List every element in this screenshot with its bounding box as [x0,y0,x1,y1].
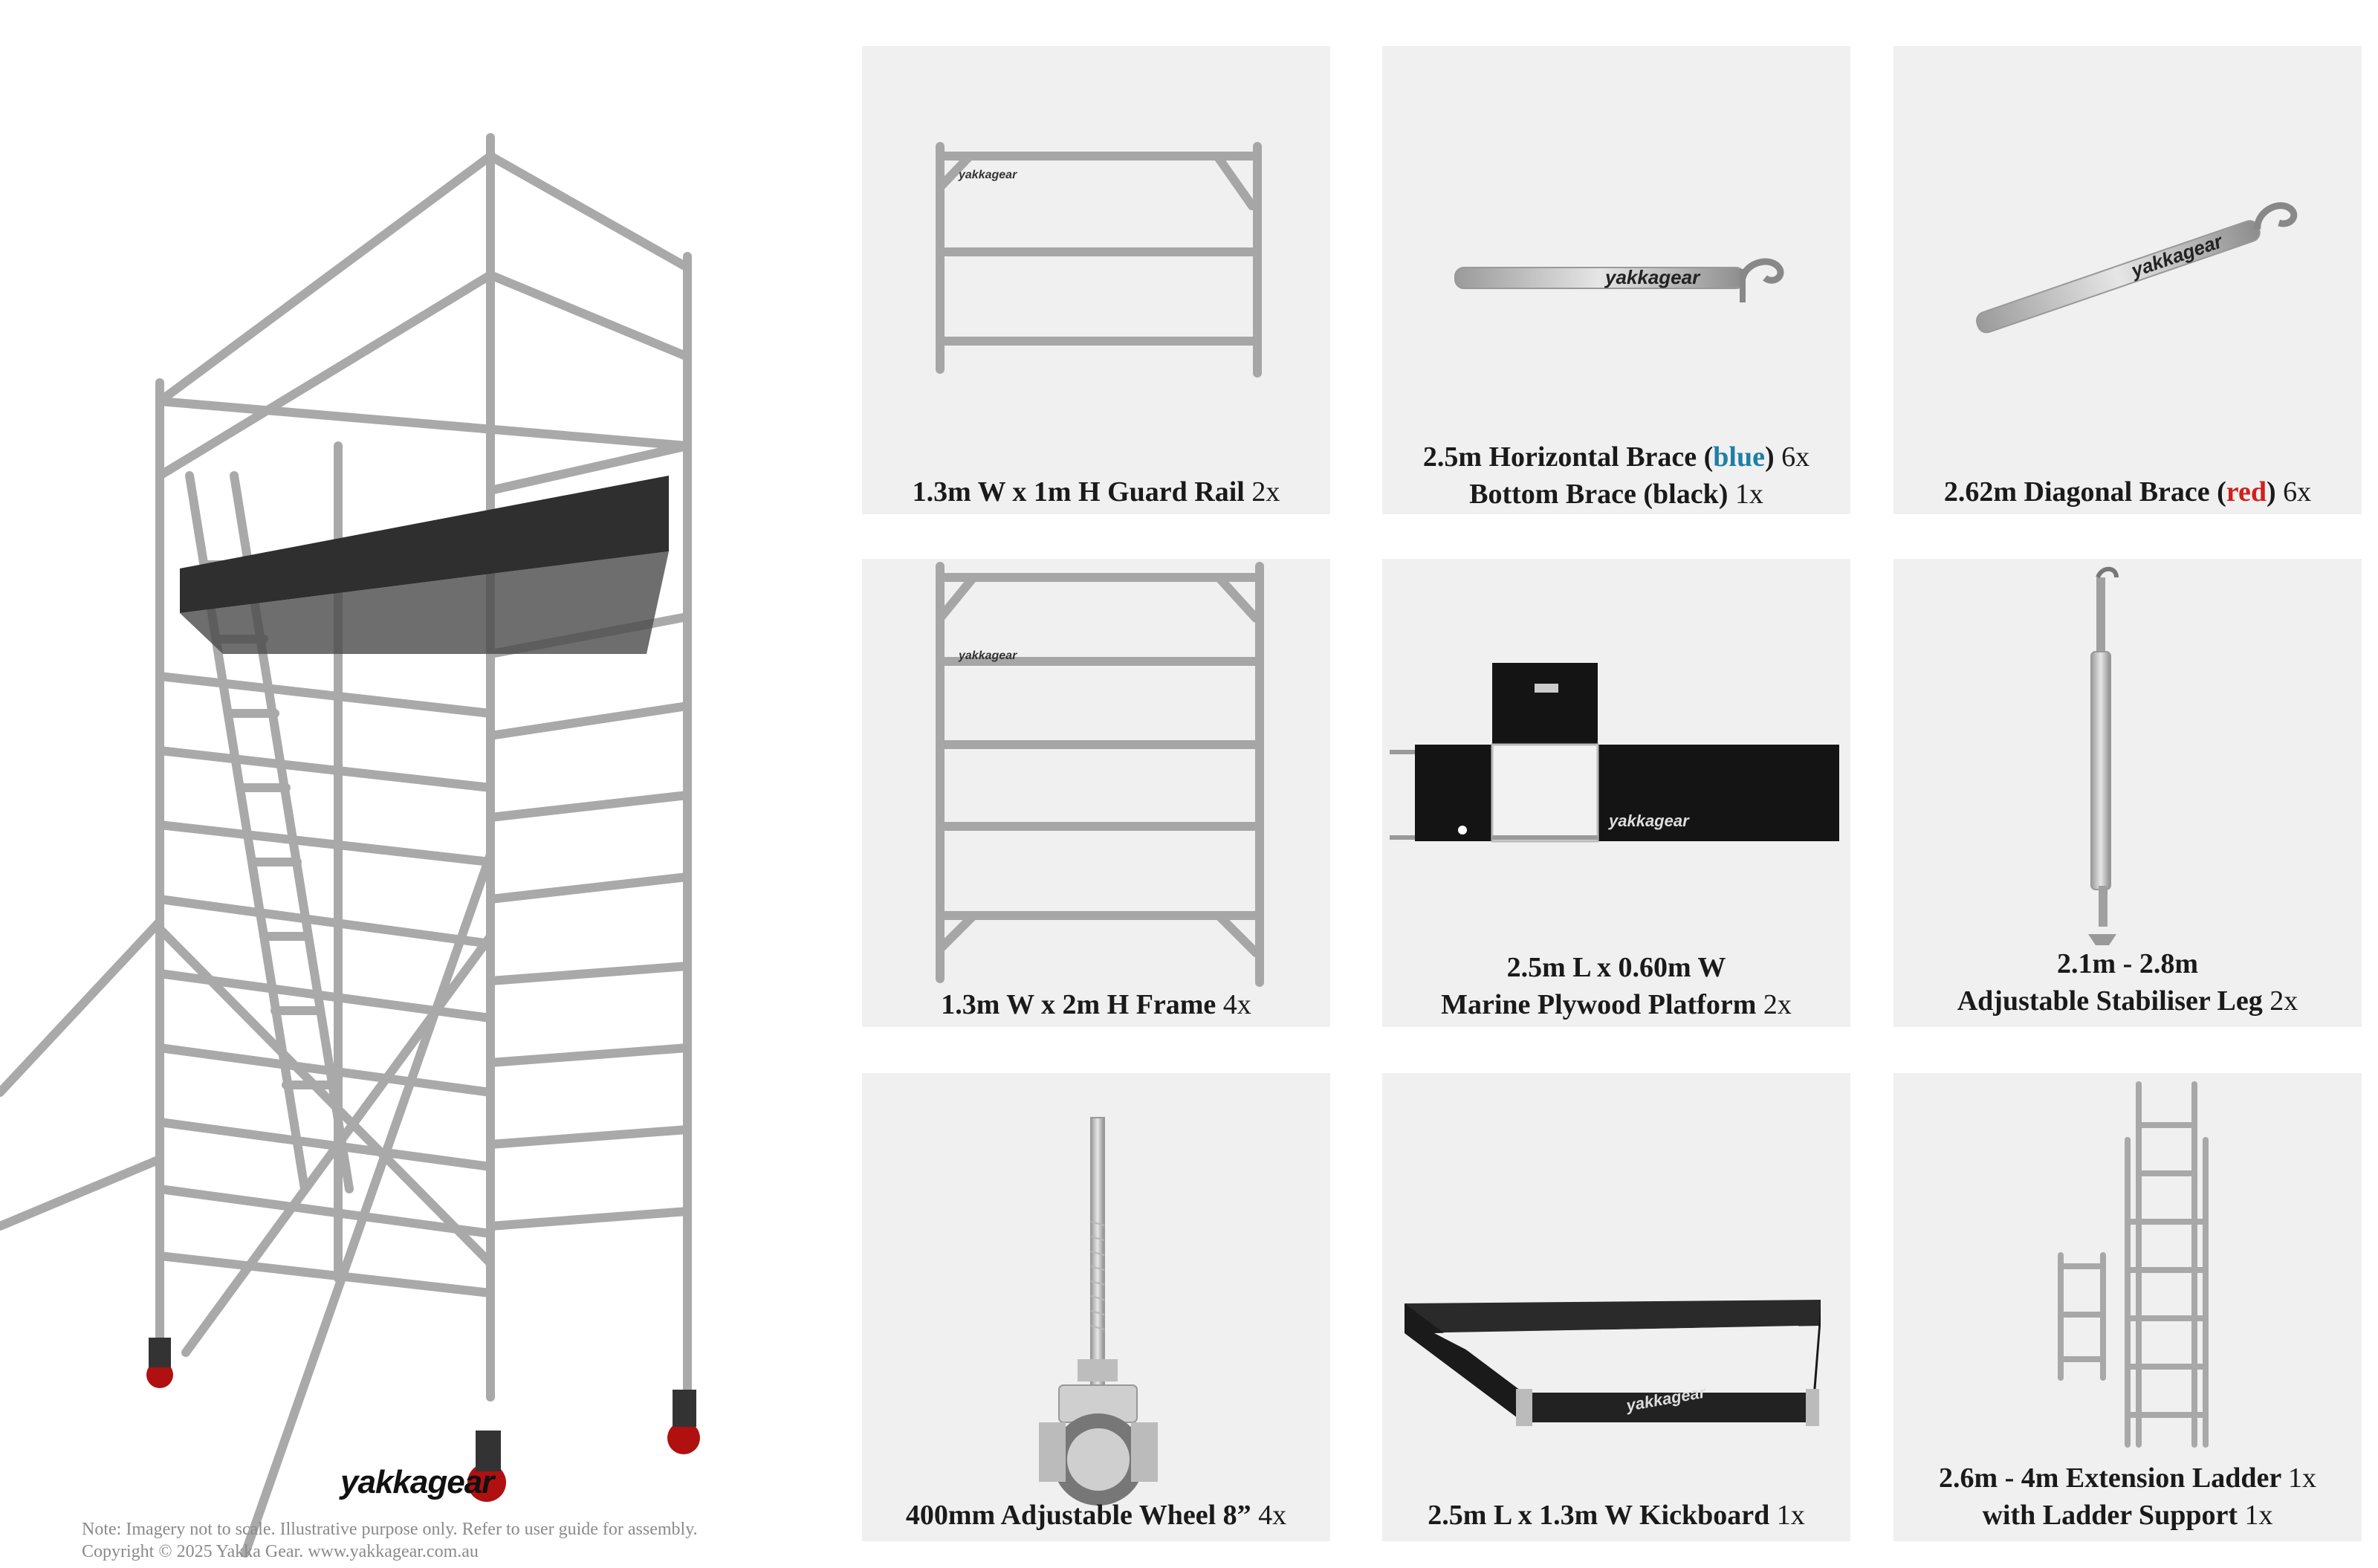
colour-word-blue: blue [1713,441,1765,473]
caption-text-a: 2.62m Diagonal Brace ( [1943,476,2226,508]
diagonal-brace-image: yakkagear [1975,202,2298,334]
caption-text-2: with Ladder Support [1982,1500,2238,1531]
caption-qty: 2x [2270,985,2298,1017]
caption-wheel: 400mm Adjustable Wheel 8” 4x [862,1497,1330,1534]
caption-horizontal-brace: 2.5m Horizontal Brace (blue) 6x Bottom B… [1382,438,1850,513]
caption-qty: 6x [1781,441,1810,473]
component-card-extension-ladder: 2.6m - 4m Extension Ladder 1x with Ladde… [1893,1073,2362,1541]
component-card-horizontal-brace: yakkagear 2.5m Horizontal Brace (blue) 6… [1382,46,1850,514]
caption-qty: 1x [2288,1462,2317,1494]
copyright-line: Copyright © 2025 Yakka Gear. www.yakkage… [82,1542,479,1561]
caption-platform: 2.5m L x 0.60m W Marine Plywood Platform… [1382,949,1850,1023]
frame-logo: yakkagear [958,649,1017,662]
caption-guard-rail: 1.3m W x 1m H Guard Rail 2x [862,473,1330,511]
caption-stabiliser-leg: 2.1m - 2.8m Adjustable Stabiliser Leg 2x [1893,945,2362,1020]
caption-frame: 1.3m W x 2m H Frame 4x [862,986,1330,1023]
caption-text: Marine Plywood Platform [1441,989,1757,1020]
disclaimer-note: Note: Imagery not to scale. Illustrative… [82,1518,698,1563]
caption-kickboard: 2.5m L x 1.3m W Kickboard 1x [1382,1497,1850,1534]
caption-qty: 4x [1222,989,1251,1020]
caption-text-b: ) [1765,441,1775,473]
component-card-kickboard: yakkagear 2.5m L x 1.3m W Kickboard 1x [1382,1073,1850,1541]
component-card-guard-rail: yakkagear 1.3m W x 1m H Guard Rail 2x [862,46,1330,514]
caption-qty: 2x [1251,476,1280,508]
wheel-image [1039,1117,1158,1506]
colour-word-red: red [2226,476,2267,508]
caption-text: 1.3m W x 2m H Frame [941,989,1216,1020]
caption-line-1: 2.1m - 2.8m [2057,948,2198,979]
platform-image: yakkagear [1390,663,1839,843]
extension-ladder-image [2058,1081,2209,1448]
caption-text-a: 2.5m Horizontal Brace ( [1422,441,1714,473]
caption-text-b: ) [2266,476,2276,508]
caption-text: 2.5m L x 1.3m W Kickboard [1428,1500,1770,1531]
stabiliser-leg-image [2088,566,2119,945]
horizontal-brace-image: yakkagear [1454,258,1784,302]
caption-line-2: Marine Plywood Platform 2x [1382,986,1850,1023]
caption-qty: 1x [1776,1500,1805,1531]
caption-qty: 2x [1763,989,1792,1020]
yakkagear-logo: yakkagear [340,1464,494,1500]
platform-logo: yakkagear [1608,811,1690,830]
caption-qty: 6x [2283,476,2312,508]
caption-line-2: with Ladder Support 1x [1893,1497,2362,1534]
frame-image: yakkagear [936,562,1264,987]
caption-diagonal-brace: 2.62m Diagonal Brace (red) 6x [1893,473,2362,511]
caption-qty: 4x [1258,1500,1287,1531]
brace-logo: yakkagear [1604,266,1701,288]
caption-qty-2: 1x [2244,1500,2273,1531]
caption-text: 400mm Adjustable Wheel 8” [905,1500,1251,1531]
caption-line-1: 2.6m - 4m Extension Ladder 1x [1893,1460,2362,1497]
caption-text: Bottom Brace (black) [1469,479,1729,510]
scaffold-tower-illustration [0,133,700,1558]
caption-line-1: 2.5m Horizontal Brace (blue) 6x [1382,438,1850,476]
scaffold-tower-image: yakkagear Note: Imagery not to scale. Il… [0,0,825,1568]
caption-text: 2.6m - 4m Extension Ladder [1938,1462,2281,1494]
component-card-diagonal-brace: yakkagear 2.62m Diagonal Brace (red) 6x [1893,46,2362,514]
frame-logo: yakkagear [958,169,1017,181]
caption-line-2: Bottom Brace (black) 1x [1382,476,1850,513]
caption-extension-ladder: 2.6m - 4m Extension Ladder 1x with Ladde… [1893,1460,2362,1534]
caption-line-1: 2.5m L x 0.60m W [1506,952,1726,983]
component-card-platform: yakkagear 2.5m L x 0.60m W Marine Plywoo… [1382,559,1850,1027]
caption-qty-2: 1x [1734,479,1763,510]
caption-text: Adjustable Stabiliser Leg [1957,985,2263,1017]
component-card-stabiliser-leg: 2.1m - 2.8m Adjustable Stabiliser Leg 2x [1893,559,2362,1027]
caption-text: 1.3m W x 1m H Guard Rail [912,476,1245,508]
caption-line-2: Adjustable Stabiliser Leg 2x [1893,982,2362,1020]
kickboard-image: yakkagear [1405,1300,1821,1426]
note-line: Note: Imagery not to scale. Illustrative… [82,1520,698,1539]
component-card-frame: yakkagear 1.3m W x 2m H Frame 4x [862,559,1330,1027]
guard-rail-image: yakkagear [936,142,1262,378]
component-card-wheel: 400mm Adjustable Wheel 8” 4x [862,1073,1330,1541]
